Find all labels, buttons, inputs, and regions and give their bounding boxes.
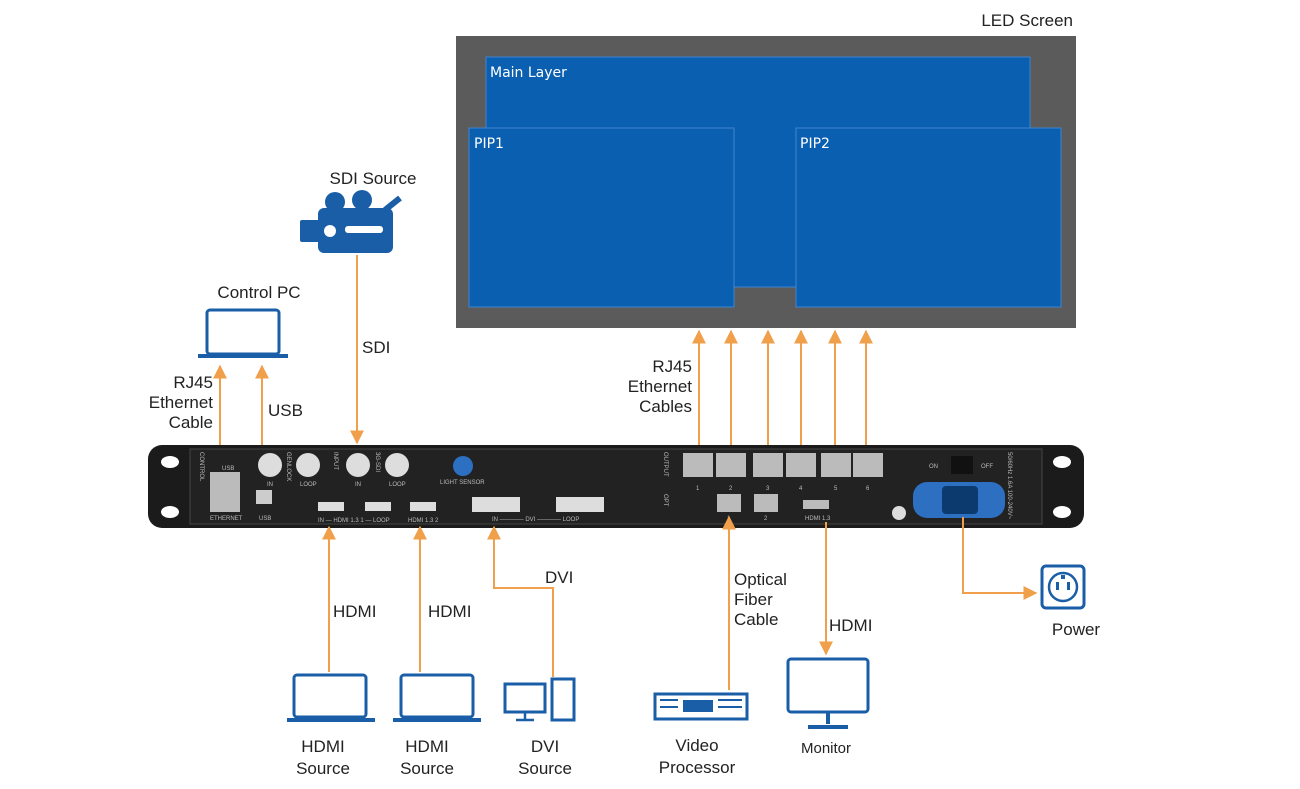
sdi-port-label: 3G-SDI — [374, 452, 380, 472]
usb-label-panel: USB — [259, 516, 271, 522]
genlock-loop-label: LOOP — [300, 482, 317, 488]
usb-port — [256, 490, 272, 504]
power-outlet-icon — [1040, 564, 1086, 610]
control-label: CONTROL — [198, 452, 204, 482]
video-camera-icon — [300, 190, 402, 253]
hdmi-source-label: HDMI — [301, 737, 344, 756]
output-label: OUTPUT — [662, 452, 668, 477]
optical-label: Optical — [734, 570, 787, 589]
input-label: INPUT — [332, 452, 338, 470]
ethernet-port — [210, 472, 240, 512]
port-label: 6 — [866, 486, 870, 492]
pip2-layer — [795, 127, 1062, 308]
laptop-icon — [287, 673, 375, 722]
hdmi-source-label: HDMI — [405, 737, 448, 756]
output-cables — [692, 329, 873, 453]
optical-label: Cable — [734, 610, 778, 629]
power-label: Power — [1052, 620, 1101, 639]
sdi-source-label: SDI Source — [330, 169, 417, 188]
laptop-icon — [198, 308, 288, 358]
rj45-label: Cable — [169, 413, 213, 432]
desktop-pc-icon — [503, 677, 576, 722]
dvi-source-label: Source — [518, 759, 572, 778]
hdmi-monitor-label: HDMI — [829, 616, 872, 635]
control-pc-label: Control PC — [217, 283, 300, 302]
hdmi-out-label: HDMI 1.3 — [805, 516, 831, 522]
port-label: 4 — [799, 486, 803, 492]
usb-label: USB — [268, 401, 303, 420]
laptop-icon — [393, 673, 481, 722]
monitor-label: Monitor — [801, 740, 851, 757]
opt-label: OPT — [662, 494, 668, 507]
video-processor-device: CONTROL USB ETHERNET USB IN LOOP GENLOCK… — [148, 445, 1084, 528]
sdi-in-label: IN — [355, 482, 361, 488]
ethernet-label: ETHERNET — [210, 516, 243, 522]
monitor-icon — [786, 657, 870, 729]
power-rating-label: 50/60Hz 1.6A 100-240V~ — [1006, 452, 1012, 520]
opt-port-label: 2 — [764, 516, 768, 522]
hdmi-source-label: Source — [400, 759, 454, 778]
pip1-label: PIP1 — [474, 136, 504, 152]
power-cable — [962, 517, 1038, 600]
usb-top-label: USB — [222, 466, 234, 472]
port-label: 5 — [834, 486, 838, 492]
power-off-label: OFF — [981, 464, 993, 470]
optical-label: Fiber — [734, 590, 773, 609]
hdmi-cable-label: HDMI — [333, 602, 376, 621]
power-switch — [951, 456, 973, 474]
pip2-label: PIP2 — [800, 136, 830, 152]
rj45-label: Ethernet — [149, 393, 214, 412]
sdi-cable-label: SDI — [362, 338, 390, 357]
sdi-loop-label: LOOP — [389, 482, 406, 488]
dvi-cable-label: DVI — [545, 568, 573, 587]
hdmi1-label: IN — HDMI 1.3 1 — LOOP — [318, 518, 390, 524]
video-processor-label: Processor — [659, 758, 736, 777]
light-sensor-label: LIGHT SENSOR — [440, 480, 485, 486]
port-label: 1 — [696, 486, 700, 492]
hdmi-cable-label: HDMI — [428, 602, 471, 621]
hdmi2-label: HDMI 1.3 2 — [408, 518, 439, 524]
main-layer-label: Main Layer — [490, 65, 567, 81]
rj45-output-label: Ethernet — [628, 377, 693, 396]
power-on-label: ON — [929, 464, 938, 470]
rj45-output-label: Cables — [639, 397, 692, 416]
dvi-label: IN ———— DVI ———— LOOP — [492, 517, 579, 523]
port-label: 2 — [729, 486, 733, 492]
genlock-label: GENLOCK — [285, 452, 291, 481]
port-label: 3 — [766, 486, 770, 492]
dvi-cable — [487, 525, 554, 677]
pip1-layer — [468, 127, 735, 308]
hdmi-source-label: Source — [296, 759, 350, 778]
dvi-source-label: DVI — [531, 737, 559, 756]
genlock-in-label: IN — [267, 482, 273, 488]
video-processor-icon — [653, 692, 749, 721]
rj45-label: RJ45 — [173, 373, 213, 392]
rj45-output-label: RJ45 — [652, 357, 692, 376]
led-screen-title: LED Screen — [981, 11, 1073, 30]
video-processor-label: Video — [675, 736, 718, 755]
